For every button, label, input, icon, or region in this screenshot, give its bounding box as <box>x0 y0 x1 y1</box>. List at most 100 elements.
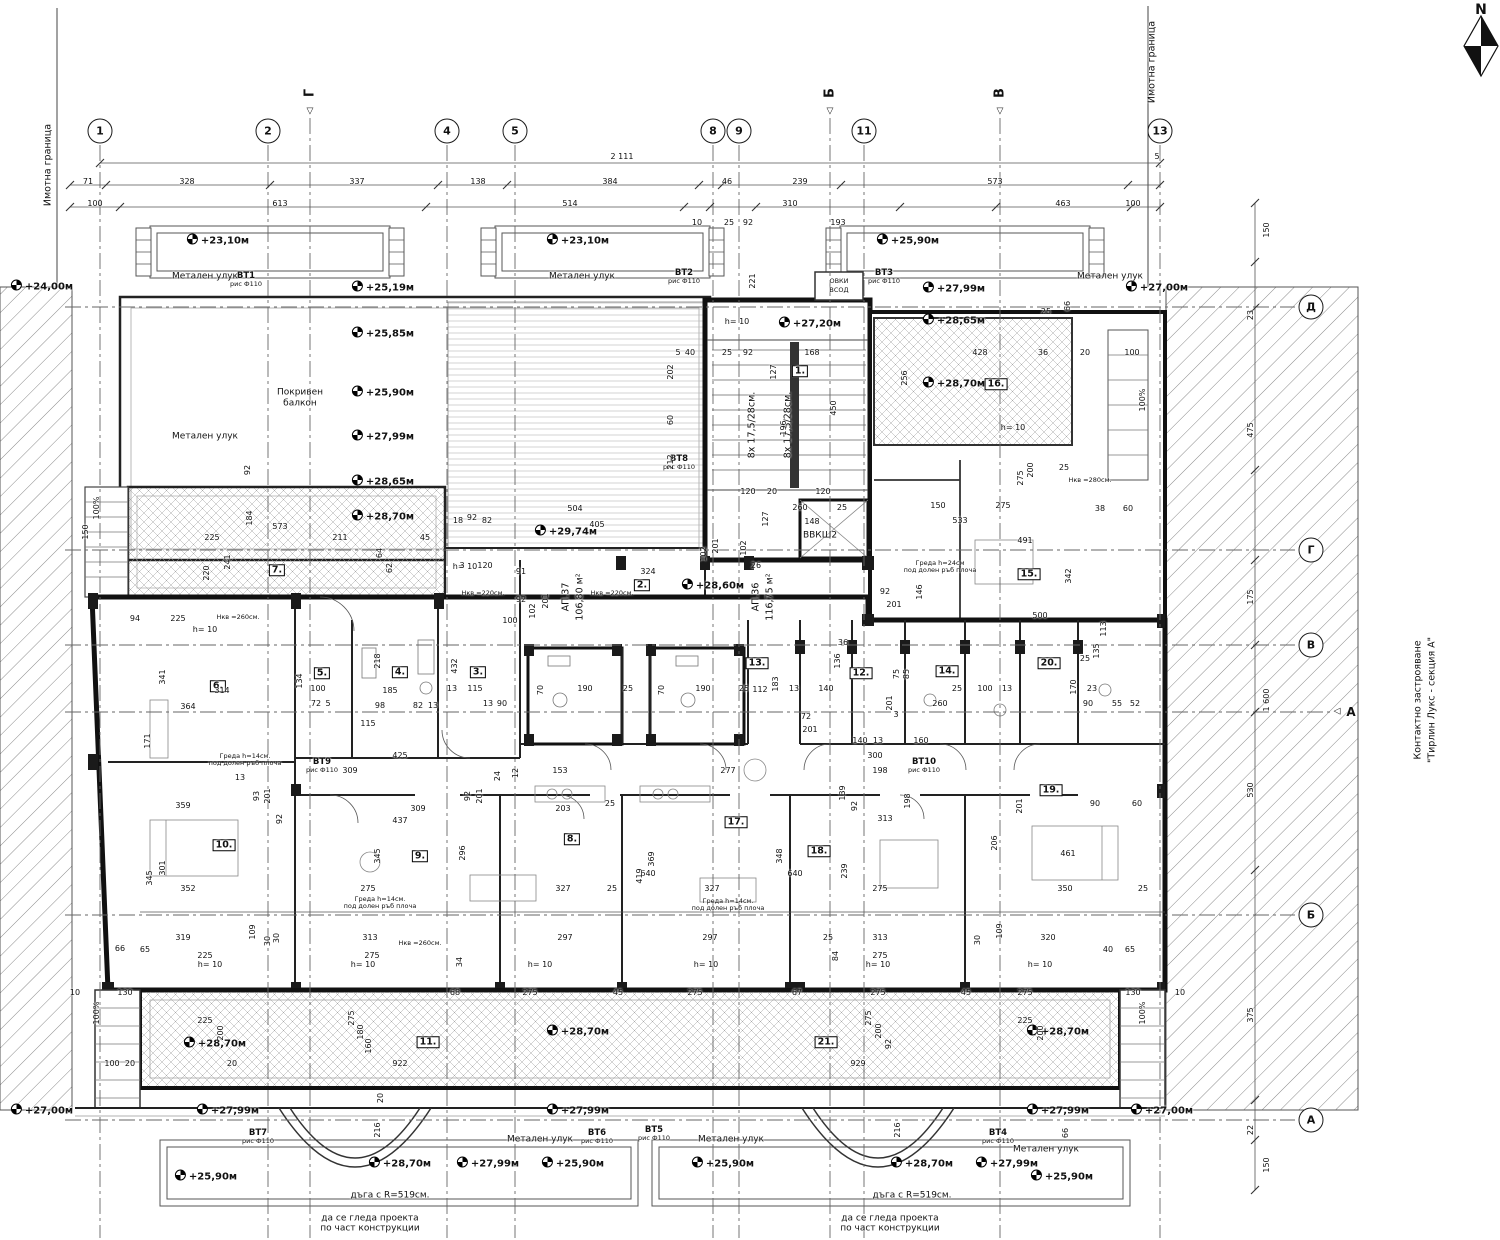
dimension-text: 216 <box>893 1122 902 1138</box>
dimension-text: 160 <box>364 1038 373 1054</box>
axis-bubble-А: А <box>1298 1107 1324 1133</box>
dimension-text: 5 <box>1154 152 1160 161</box>
elevation-mark: +27,99м <box>352 430 414 443</box>
dimension-text: 275 <box>1016 470 1025 486</box>
dimension-text: h= 10 <box>1027 960 1053 969</box>
dimension-text: 60 <box>1131 799 1143 808</box>
dimension-text: 40 <box>1102 945 1114 954</box>
dimension-text: 10 <box>691 218 703 227</box>
elevation-mark: +27,99м <box>923 282 985 295</box>
dimension-text: 640 <box>640 869 656 878</box>
dimension-text: h= 10 <box>865 960 891 969</box>
axis-bubble-2: 2 <box>255 118 281 144</box>
micro-note: Греда h=14см. <box>702 896 754 905</box>
dimension-text: 201 <box>711 538 720 554</box>
dimension-text: 160 <box>913 736 929 745</box>
dimension-text: 613 <box>272 199 288 208</box>
micro-note: под долен ръб плоча <box>343 901 417 910</box>
dimension-text: 929 <box>850 1059 866 1068</box>
dimension-text: 277 <box>720 766 736 775</box>
micro-note: рис Ф110 <box>982 1136 1014 1145</box>
dimension-text: 275 <box>872 884 888 893</box>
dimension-text: 296 <box>458 845 467 861</box>
dimension-text: 92 <box>742 348 754 357</box>
dimension-text: 504 <box>567 504 583 513</box>
dimension-text: 45 <box>419 533 431 542</box>
dimension-text: 72 <box>800 712 812 721</box>
dimension-text: 46 <box>721 177 733 186</box>
room-number: 12. <box>849 667 873 679</box>
dimension-text: 359 <box>175 801 191 810</box>
elevation-mark: +28,60м <box>682 579 744 592</box>
dimension-text: 62 <box>385 562 394 574</box>
dimension-text: 102 <box>739 540 748 556</box>
dimension-text: 127 <box>769 364 778 380</box>
elevation-mark: +28,65м <box>923 314 985 327</box>
dimension-text: 345 <box>145 870 154 886</box>
axis-bubble-8: 8 <box>700 118 726 144</box>
dimension-text: 241 <box>223 554 232 570</box>
dimension-text: 922 <box>392 1059 408 1068</box>
dimension-text: 220 <box>202 565 211 581</box>
dimension-text: 70 <box>536 684 545 696</box>
room-number: 19. <box>1039 784 1063 796</box>
elevation-mark: +24,00м <box>11 280 73 293</box>
dimension-text: 432 <box>450 658 459 674</box>
plan-label: Метален улук <box>172 431 238 442</box>
dimension-text: 327 <box>704 884 720 893</box>
axis-bubble-9: 9 <box>726 118 752 144</box>
dimension-text: 500 <box>1032 611 1048 620</box>
elevation-mark: +27,20м <box>779 317 841 330</box>
dimension-text: 196 <box>779 420 788 436</box>
micro-note: Нкв =260см. <box>216 612 260 621</box>
elevation-mark: +25,19м <box>352 281 414 294</box>
plan-label: Метален улук <box>172 271 238 282</box>
dimension-text: 90 <box>1089 799 1101 808</box>
dimension-text: 211 <box>332 533 348 542</box>
dimension-text: 425 <box>392 751 408 760</box>
dimension-text: 25 <box>951 684 963 693</box>
dimension-text: 225 <box>197 951 213 960</box>
dimension-text: 203 <box>555 804 571 813</box>
dimension-text: h= 10 <box>693 960 719 969</box>
elevation-mark: +27,00м <box>1131 1104 1193 1117</box>
micro-note: Нкв =280см. <box>1068 475 1112 484</box>
elevation-mark: +27,99м <box>1027 1104 1089 1117</box>
dimension-text: 275 <box>995 501 1011 510</box>
dimension-text: 60 <box>666 414 675 426</box>
dimension-text: 92 <box>515 595 527 604</box>
dimension-text: 64 <box>375 547 384 559</box>
dimension-text: 345 <box>373 848 382 864</box>
dimension-text: 139 <box>838 785 847 801</box>
axis-letter: А <box>1346 705 1356 719</box>
dimension-text: 183 <box>771 676 780 692</box>
room-number: 6. <box>209 680 227 692</box>
dimension-text: 52 <box>1129 699 1141 708</box>
dimension-text: 348 <box>775 848 784 864</box>
dimension-text: 185 <box>382 686 398 695</box>
dimension-text: 148 <box>804 517 820 526</box>
rotated-label: 116,75 м² <box>764 573 776 621</box>
axis-triangle-icon: ▽ <box>996 106 1004 117</box>
dimension-text: 25 <box>604 799 616 808</box>
dimension-text: 65 <box>139 945 151 954</box>
micro-note: Греда h=14см. <box>219 751 271 760</box>
dimension-text: 301 <box>158 860 167 876</box>
room-number: 8. <box>563 833 581 845</box>
plan-label: ВВКШ2 <box>802 530 838 541</box>
micro-note: ВСОД <box>829 285 849 294</box>
room-number: 11. <box>416 1036 440 1048</box>
axis-letter-rotated: Г <box>302 88 318 98</box>
dimension-text: 256 <box>900 370 909 386</box>
axis-triangle-icon: ◁ <box>1333 706 1341 717</box>
dimension-text: 5 <box>325 699 331 708</box>
dimension-text: 225 <box>1017 1016 1033 1025</box>
vt-marker: ВТ7 <box>248 1127 268 1138</box>
dimension-text: 225 <box>204 533 220 542</box>
dimension-text: 25 <box>1079 654 1091 663</box>
dimension-text: 491 <box>1017 536 1033 545</box>
dimension-text: 206 <box>990 835 999 851</box>
elevation-mark: +23,10м <box>547 234 609 247</box>
dimension-text: 23 <box>1246 309 1255 321</box>
axis-bubble-1: 1 <box>87 118 113 144</box>
